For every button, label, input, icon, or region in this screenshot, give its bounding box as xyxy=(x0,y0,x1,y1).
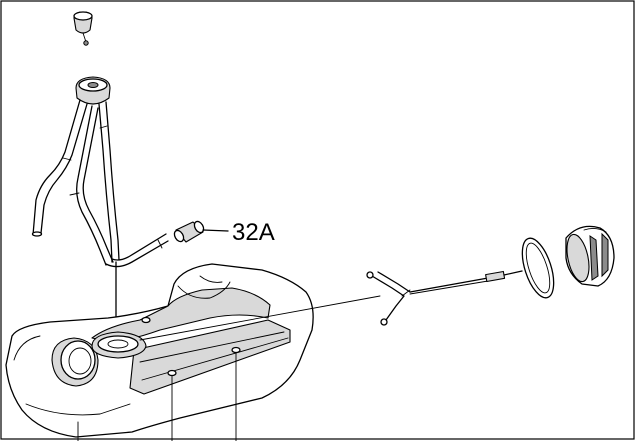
filler-cap-tether xyxy=(409,270,523,295)
filler-cap-gasket xyxy=(521,237,555,299)
fuel-filler-cap xyxy=(565,225,615,287)
callout-leader-32a xyxy=(202,229,229,232)
connector-32a: 32A xyxy=(173,219,275,246)
fuel-tank xyxy=(5,263,314,441)
tank-top-ridge xyxy=(91,287,271,343)
callout-label-32a: 32A xyxy=(232,219,275,246)
mount-hole xyxy=(231,346,241,354)
fork-bracket xyxy=(366,271,411,326)
vent-hose-assembly xyxy=(31,11,169,329)
mount-hole xyxy=(167,369,177,377)
